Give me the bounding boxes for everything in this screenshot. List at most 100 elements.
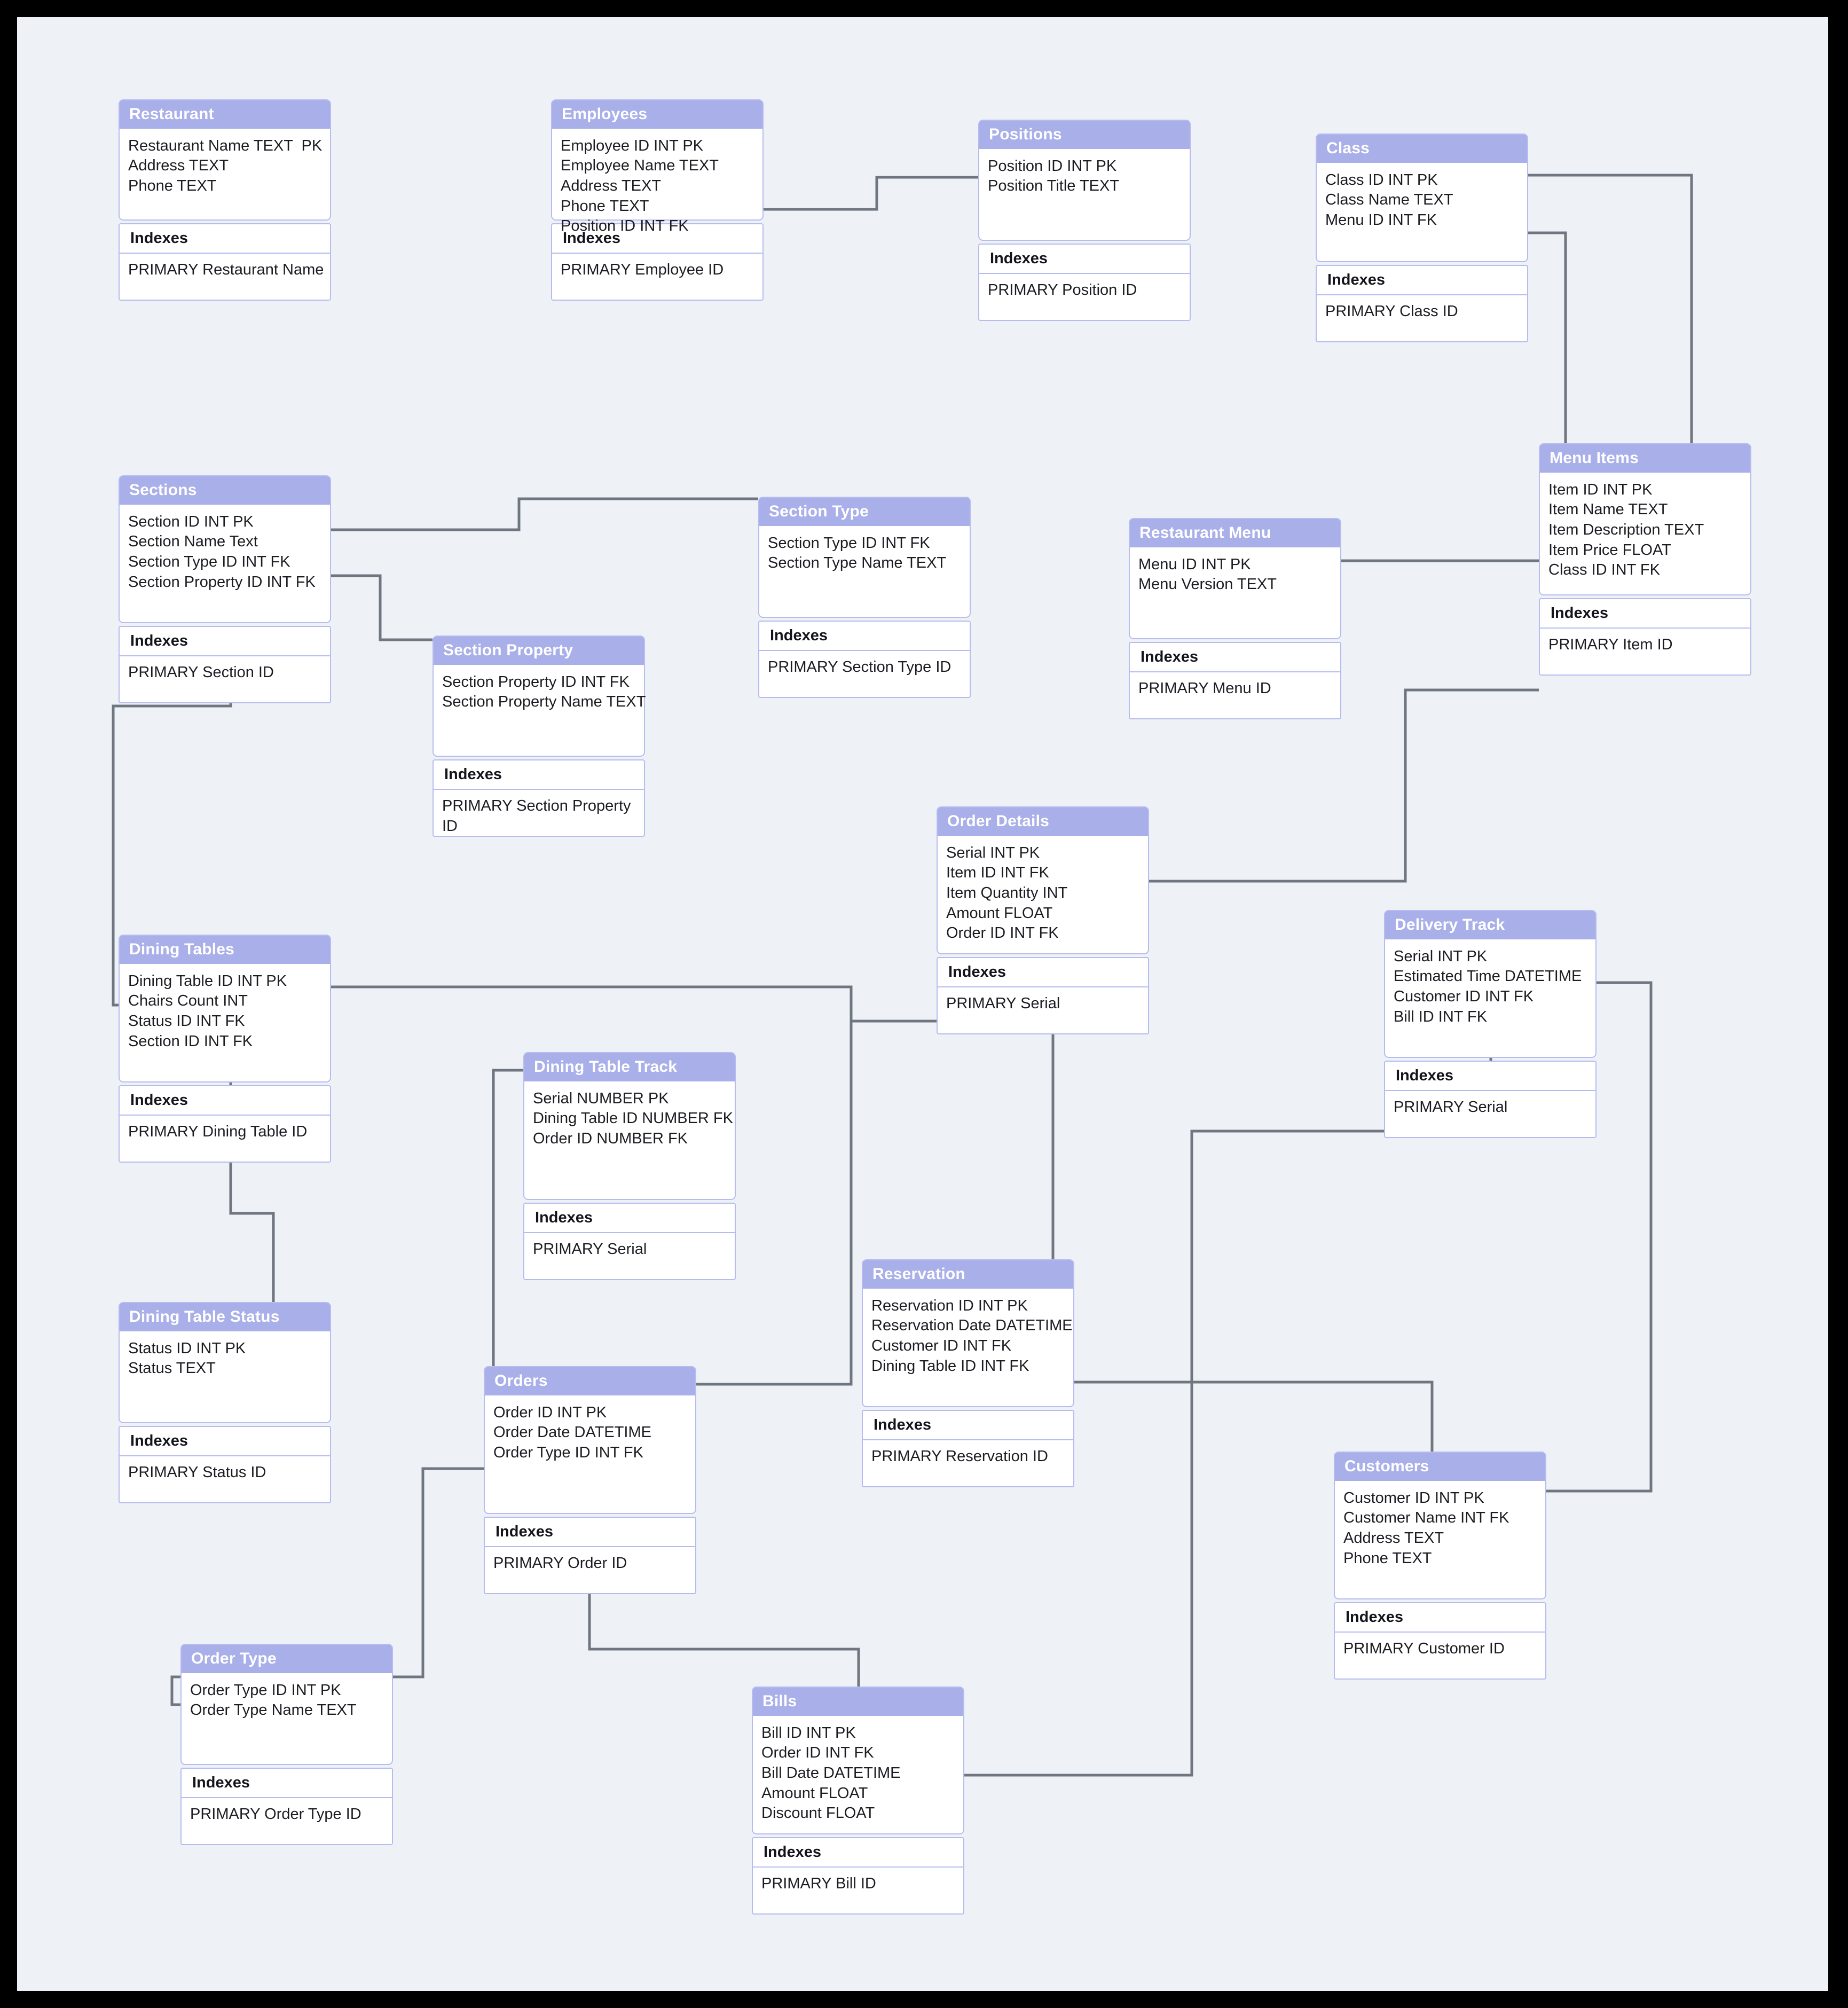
indexes-header: Indexes bbox=[524, 1204, 735, 1233]
entity-title: Orders bbox=[484, 1366, 696, 1395]
indexes-header: Indexes bbox=[979, 245, 1190, 274]
entity-title: Sections bbox=[119, 475, 331, 505]
entity-title: Order Type bbox=[180, 1644, 393, 1673]
indexes-list: PRIMARY Section Property ID bbox=[434, 790, 644, 836]
relationship-line[interactable] bbox=[331, 497, 758, 531]
entity-field: Serial INT PK bbox=[946, 844, 1040, 861]
entity-field: Phone TEXT bbox=[1343, 1549, 1432, 1567]
relationship-line[interactable] bbox=[492, 1069, 523, 1366]
indexes-list: PRIMARY Section ID bbox=[120, 656, 330, 702]
entity-fields: Bill ID INT PK Order ID INT FK Bill Date D… bbox=[752, 1715, 964, 1834]
indexes-list: PRIMARY Employee ID bbox=[552, 254, 762, 300]
index-row: PRIMARY Employee ID bbox=[561, 261, 724, 278]
indexes-list: PRIMARY Class ID bbox=[1317, 295, 1527, 341]
entity-title: Section Property bbox=[432, 636, 645, 665]
entity-title: Section Type bbox=[758, 497, 971, 526]
entity-field: Order Date DATETIME bbox=[493, 1424, 651, 1441]
entity-field: Position ID INT FK bbox=[561, 217, 689, 235]
entity-field: Order Type ID INT PK bbox=[190, 1681, 341, 1699]
relationship-line[interactable] bbox=[1074, 1381, 1434, 1452]
entity-fields: Serial INT PK Estimated Time DATETIME Cust… bbox=[1384, 939, 1597, 1058]
entity-field: Estimated Time DATETIME bbox=[1394, 968, 1582, 985]
index-row: PRIMARY Position ID bbox=[988, 281, 1137, 299]
entity-field: Address TEXT bbox=[128, 157, 229, 175]
entity-field: Section Name Text bbox=[128, 533, 258, 551]
indexes-header: Indexes bbox=[120, 224, 330, 254]
index-row: PRIMARY Bill ID bbox=[761, 1874, 876, 1892]
entity-field: Order ID INT FK bbox=[761, 1744, 874, 1762]
relationship-line[interactable] bbox=[1528, 174, 1693, 443]
entity-field: Serial INT PK bbox=[1394, 947, 1488, 965]
entity-title: Order Details bbox=[937, 806, 1149, 836]
entity-field: Menu Version TEXT bbox=[1138, 576, 1277, 593]
entity-fields: Order ID INT PK Order Date DATETIME Order … bbox=[484, 1395, 696, 1514]
entity-field: Bill ID INT FK bbox=[1394, 1008, 1488, 1025]
indexes-header: Indexes bbox=[1317, 266, 1527, 295]
entity-field: Amount FLOAT bbox=[761, 1784, 868, 1802]
entity-field: Class ID INT PK bbox=[1325, 171, 1438, 189]
indexes-header: Indexes bbox=[434, 760, 644, 790]
entity-field: Order ID INT PK bbox=[493, 1403, 607, 1421]
entity-field: Customer ID INT FK bbox=[1394, 987, 1534, 1005]
entity-field: Customer Name INT FK bbox=[1343, 1509, 1509, 1527]
relationship-line[interactable] bbox=[764, 176, 978, 211]
relationship-line[interactable] bbox=[851, 1019, 1055, 1259]
entity-field: Item ID INT FK bbox=[946, 864, 1049, 882]
relationship-line[interactable] bbox=[331, 574, 432, 641]
entity-field: Restaurant Name TEXT PK bbox=[128, 137, 323, 154]
indexes-list: PRIMARY Order ID bbox=[485, 1547, 695, 1593]
entity-field: Item Quantity INT bbox=[946, 884, 1068, 901]
indexes-list: PRIMARY Item ID bbox=[1540, 629, 1750, 674]
entity-field: Bill ID INT PK bbox=[761, 1724, 856, 1742]
indexes-list: PRIMARY Bill ID bbox=[753, 1868, 963, 1913]
entity-title: Dining Table Status bbox=[119, 1302, 331, 1331]
entity-title: Reservation bbox=[862, 1259, 1074, 1289]
entity-title: Restaurant bbox=[119, 99, 331, 129]
index-row: PRIMARY Section ID bbox=[128, 663, 274, 681]
entity-field: Status ID INT PK bbox=[128, 1339, 246, 1357]
entity-field: Order Type ID INT FK bbox=[493, 1444, 643, 1461]
entity-title: Delivery Track bbox=[1384, 910, 1597, 939]
entity-field: Employee ID INT PK bbox=[561, 137, 704, 154]
entity-field: Class Name TEXT bbox=[1325, 191, 1453, 209]
indexes-list: PRIMARY Menu ID bbox=[1130, 672, 1340, 718]
entity-field: Class ID INT FK bbox=[1548, 561, 1660, 579]
entity-title: Customers bbox=[1334, 1452, 1546, 1481]
entity-field: Bill Date DATETIME bbox=[761, 1764, 901, 1782]
entity-title: Dining Tables bbox=[119, 935, 331, 964]
index-row: PRIMARY Order ID bbox=[493, 1554, 627, 1572]
